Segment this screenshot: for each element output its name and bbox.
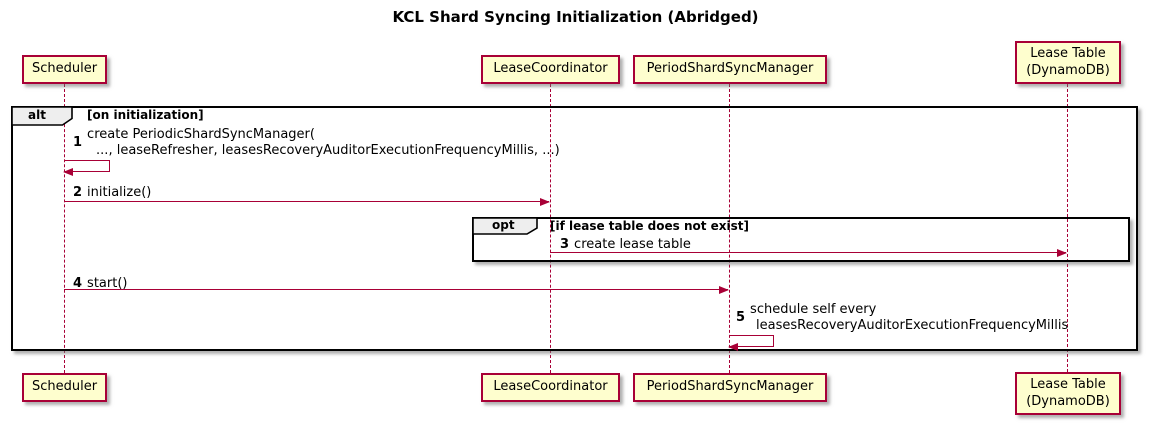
opt-condition: [if lease table does not exist]	[550, 219, 750, 233]
participant-label-line1: Lease Table	[1030, 45, 1106, 61]
frame-pentagon-icon	[472, 217, 538, 235]
message-5-text-line1: schedule self every	[750, 302, 877, 317]
participant-label: PeriodShardSyncManager	[646, 61, 814, 77]
message-1-text-line2: ..., leaseRefresher, leasesRecoveryAudit…	[96, 143, 560, 158]
arrowhead-left-icon	[728, 343, 738, 351]
message-1-number: 1	[73, 135, 83, 150]
frame-pentagon-icon	[11, 106, 73, 126]
message-5-self-arrow	[728, 335, 774, 351]
opt-frame	[472, 217, 1130, 262]
opt-operator-label: opt	[492, 218, 515, 232]
message-3-text: create lease table	[574, 237, 691, 252]
message-2-text: initialize()	[87, 185, 152, 200]
alt-operator-pentagon: alt	[11, 106, 73, 126]
participant-label-line2: (DynamoDB)	[1026, 62, 1110, 78]
message-4-text: start()	[87, 276, 128, 291]
message-5-number: 5	[736, 310, 746, 325]
message-2-arrow	[64, 197, 550, 206]
message-1-text-line1: create PeriodicShardSyncManager(	[87, 127, 315, 142]
participant-label: LeaseCoordinator	[493, 379, 608, 395]
arrowhead-right-icon	[540, 197, 550, 206]
participant-lease-table-top: Lease Table (DynamoDB)	[1015, 41, 1121, 84]
arrowhead-left-icon	[63, 168, 73, 176]
participant-scheduler-top: Scheduler	[22, 55, 107, 84]
arrow-shaft	[64, 201, 549, 202]
message-3-label: 3 create lease table	[560, 237, 691, 253]
participant-period-shard-sync-manager-bottom: PeriodShardSyncManager	[633, 373, 827, 402]
alt-operator-label: alt	[28, 108, 46, 122]
arrow-shaft	[550, 252, 1066, 253]
arrowhead-right-icon	[719, 285, 729, 294]
diagram-title: KCL Shard Syncing Initialization (Abridg…	[392, 8, 759, 26]
participant-label-line1: Lease Table	[1030, 376, 1106, 392]
participant-scheduler-bottom: Scheduler	[22, 373, 107, 402]
participant-lease-coordinator-bottom: LeaseCoordinator	[481, 373, 620, 402]
participant-label: PeriodShardSyncManager	[646, 379, 814, 395]
message-4-number: 4	[73, 276, 83, 291]
lifeline-lease-table	[1067, 84, 1068, 372]
participant-label: Scheduler	[31, 379, 98, 395]
message-4-label: 4 start()	[73, 276, 127, 292]
participant-lease-table-bottom: Lease Table (DynamoDB)	[1015, 372, 1121, 415]
participant-lease-coordinator-top: LeaseCoordinator	[481, 55, 620, 84]
message-4-arrow	[64, 285, 729, 294]
message-3-arrow	[550, 248, 1067, 257]
arrow-shaft	[64, 289, 728, 290]
participant-label: LeaseCoordinator	[493, 61, 608, 77]
lifeline-lease-coordinator	[550, 84, 551, 373]
opt-operator-pentagon: opt	[472, 217, 538, 235]
message-2-label: 2 initialize()	[73, 185, 151, 201]
message-3-number: 3	[560, 237, 570, 252]
alt-condition: [on initialization]	[87, 108, 204, 122]
lifeline-scheduler	[64, 84, 65, 373]
message-1-label: 1 create PeriodicShardSyncManager( ..., …	[73, 127, 560, 159]
message-5-text-line2: leasesRecoveryAuditorExecutionFrequencyM…	[756, 318, 1069, 333]
message-1-self-arrow	[63, 160, 110, 176]
arrowhead-right-icon	[1057, 248, 1067, 257]
message-5-label: 5 schedule self every leasesRecoveryAudi…	[736, 302, 1068, 334]
participant-period-shard-sync-manager-top: PeriodShardSyncManager	[633, 55, 827, 84]
message-2-number: 2	[73, 185, 83, 200]
participant-label: Scheduler	[31, 61, 98, 77]
participant-label-line2: (DynamoDB)	[1026, 393, 1110, 409]
lifeline-period-shard-sync-manager	[729, 84, 730, 373]
alt-frame	[11, 106, 1138, 351]
